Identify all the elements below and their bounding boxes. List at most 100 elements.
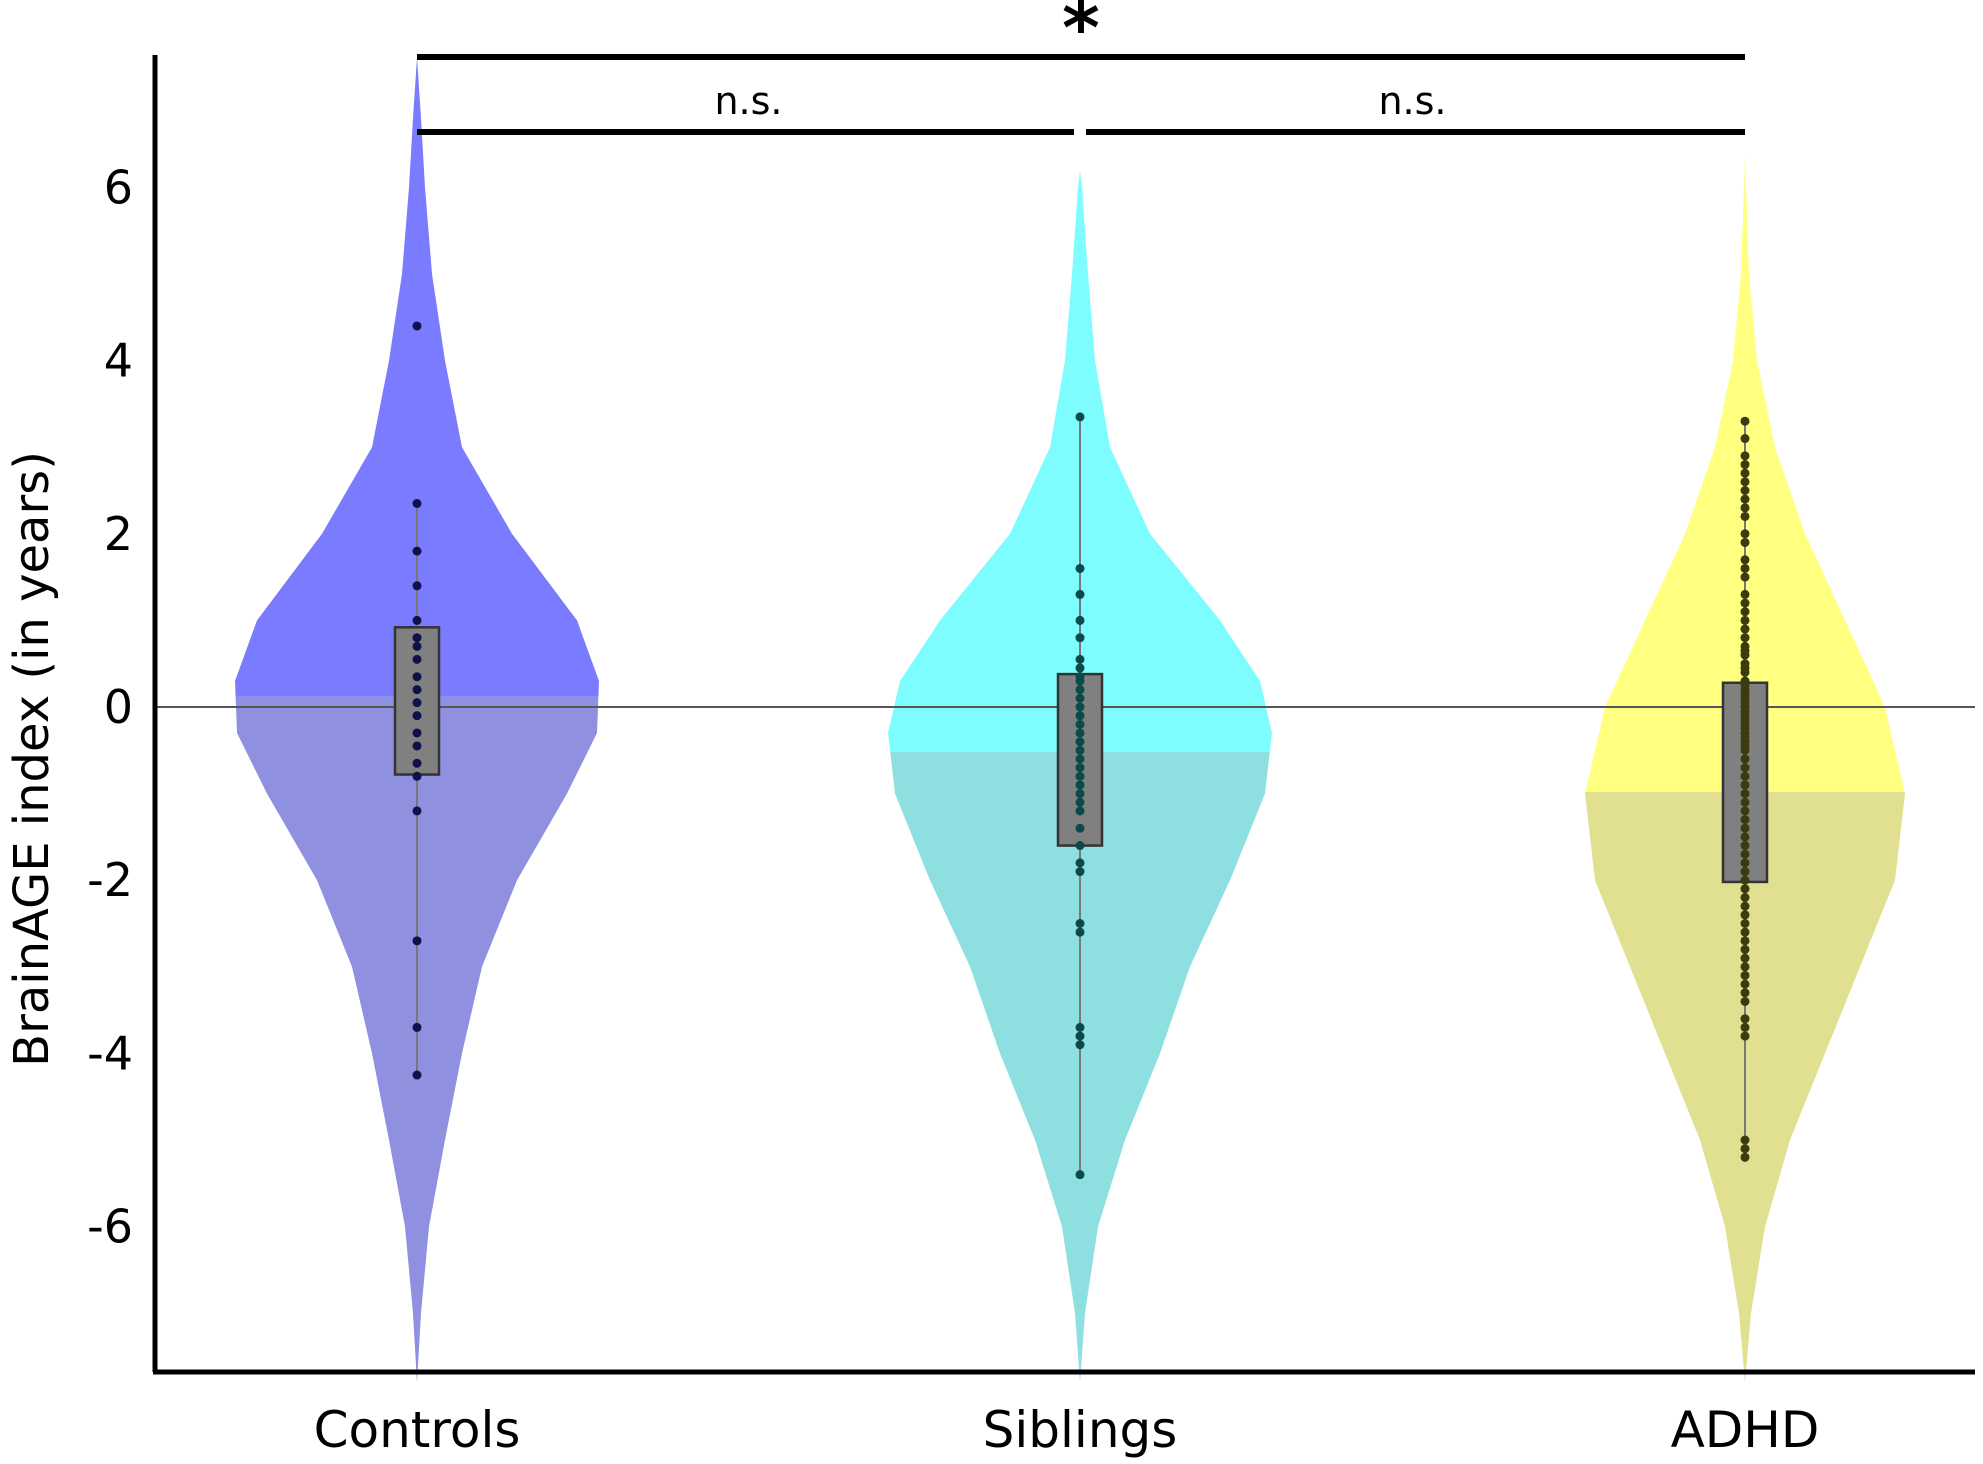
data-point	[1740, 806, 1750, 816]
data-point	[1740, 962, 1750, 972]
data-point	[412, 711, 422, 721]
data-point	[1075, 693, 1085, 703]
data-point	[412, 728, 422, 738]
data-point	[1075, 754, 1085, 764]
data-point	[1740, 598, 1750, 608]
data-point	[1740, 797, 1750, 807]
significance-label: n.s.	[1378, 79, 1446, 123]
data-point	[1075, 823, 1085, 833]
data-point	[1075, 589, 1085, 599]
y-tick-label: 6	[104, 160, 133, 214]
data-point	[412, 615, 422, 625]
data-point	[1075, 654, 1085, 664]
data-point	[1075, 919, 1085, 928]
data-point	[1075, 771, 1085, 781]
data-point	[1740, 849, 1750, 859]
data-point	[1075, 412, 1085, 422]
data-point	[1075, 702, 1085, 712]
significance-label: n.s.	[714, 79, 782, 123]
data-point	[1740, 789, 1750, 799]
data-point	[1740, 503, 1750, 513]
data-point	[1740, 953, 1750, 963]
data-point	[412, 698, 422, 708]
data-point	[1740, 910, 1750, 920]
data-point	[1075, 867, 1085, 877]
data-point	[1740, 875, 1750, 885]
significance-label: *	[1062, 0, 1100, 70]
data-point	[1075, 1170, 1085, 1180]
data-point	[1740, 667, 1750, 677]
data-point	[1740, 1135, 1750, 1145]
data-point	[1075, 1031, 1085, 1041]
data-point	[412, 1022, 422, 1032]
data-point	[1740, 970, 1750, 980]
data-point	[1740, 858, 1750, 868]
data-point	[1075, 1022, 1085, 1032]
data-point	[1075, 797, 1085, 807]
data-point	[1075, 927, 1085, 937]
data-point	[1740, 607, 1750, 617]
data-point	[1075, 737, 1085, 747]
data-point	[412, 641, 422, 651]
data-point	[1740, 572, 1750, 582]
data-point	[412, 758, 422, 768]
violin-upper-half	[1585, 152, 1905, 792]
data-point	[1740, 841, 1750, 851]
data-point	[1740, 815, 1750, 825]
data-point	[412, 498, 422, 508]
data-point	[1740, 754, 1750, 764]
data-point	[1740, 468, 1750, 478]
data-point	[1740, 996, 1750, 1006]
data-point	[1740, 919, 1750, 928]
data-point	[412, 654, 422, 664]
data-point	[1075, 763, 1085, 773]
data-point	[1740, 650, 1750, 660]
data-point	[1740, 555, 1750, 565]
data-point	[1075, 719, 1085, 729]
data-point	[412, 806, 422, 816]
x-category-label: Controls	[314, 1401, 521, 1459]
data-point	[412, 1070, 422, 1080]
data-point	[1740, 434, 1750, 444]
bracket-gap	[1074, 124, 1086, 140]
significance-brackets: n.s. n.s. *	[417, 0, 1745, 140]
data-point	[412, 672, 422, 682]
point-layer	[412, 321, 1750, 1180]
data-point	[1740, 416, 1750, 426]
data-point	[1740, 823, 1750, 833]
data-point	[1740, 615, 1750, 625]
data-point	[1075, 780, 1085, 790]
data-point	[1740, 832, 1750, 842]
data-point	[412, 771, 422, 781]
data-point	[1740, 624, 1750, 634]
data-point	[1075, 841, 1085, 851]
x-category-label: Siblings	[983, 1401, 1178, 1459]
y-tick-label: 0	[104, 680, 133, 734]
data-point	[1740, 633, 1750, 643]
data-point	[1075, 789, 1085, 799]
data-point	[1740, 477, 1750, 487]
data-point	[1740, 988, 1750, 998]
data-point	[1075, 858, 1085, 868]
y-tick-label: 4	[104, 334, 133, 388]
data-point	[1740, 867, 1750, 877]
data-point	[1075, 615, 1085, 625]
data-point	[1740, 537, 1750, 547]
violin-lower-half	[1585, 791, 1905, 1383]
data-point	[1075, 563, 1085, 573]
data-point	[1740, 1031, 1750, 1041]
data-point	[1075, 806, 1085, 816]
data-point	[412, 936, 422, 946]
data-point	[1075, 745, 1085, 755]
data-point	[412, 741, 422, 751]
data-point	[1740, 1022, 1750, 1032]
y-tick-label: 2	[104, 507, 133, 561]
data-point	[1740, 451, 1750, 461]
data-point	[1740, 927, 1750, 937]
data-point	[1740, 893, 1750, 903]
data-point	[1740, 936, 1750, 946]
data-point	[412, 581, 422, 591]
data-point	[1740, 771, 1750, 781]
data-point	[1740, 901, 1750, 911]
